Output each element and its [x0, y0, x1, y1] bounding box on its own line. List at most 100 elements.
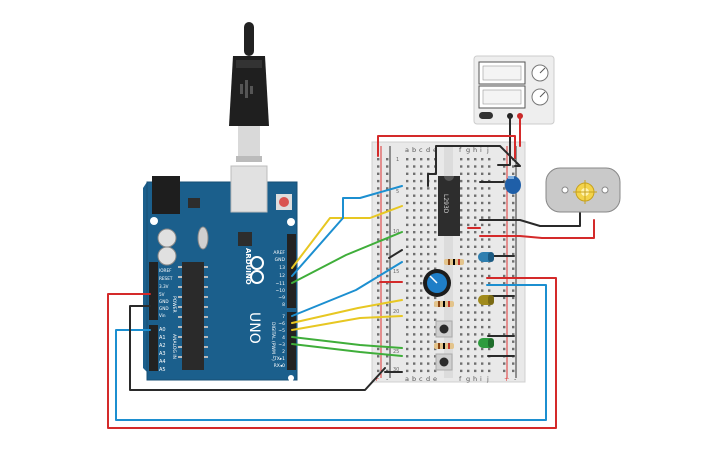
breadboard-hole — [406, 289, 409, 292]
breadboard-hole — [427, 333, 430, 336]
breadboard-hole — [434, 245, 437, 248]
breadboard-hole — [467, 274, 470, 278]
breadboard-hole — [427, 260, 430, 263]
breadboard-hole — [413, 179, 416, 183]
svg-text:-: - — [514, 375, 517, 383]
breadboard-hole — [474, 231, 477, 234]
breadboard-hole — [413, 296, 416, 300]
breadboard-hole — [434, 311, 437, 314]
arduino-brand: ARDUINO — [244, 248, 252, 285]
breadboard-hole — [377, 179, 380, 183]
breadboard-hole — [503, 201, 506, 205]
breadboard-hole — [481, 325, 484, 329]
breadboard-hole — [503, 369, 506, 373]
breadboard-hole — [377, 325, 380, 329]
breadboard-hole — [467, 201, 470, 205]
breadboard-hole — [386, 282, 389, 285]
resistor-3 — [434, 343, 454, 349]
breadboard-hole — [386, 311, 389, 314]
breadboard-row-numbers: 1 5 10 15 20 25 30 — [393, 157, 399, 373]
breadboard-hole — [467, 267, 470, 270]
breadboard-hole — [503, 260, 506, 263]
breadboard-hole — [467, 216, 470, 219]
breadboard-hole — [377, 165, 380, 168]
breadboard-hole — [377, 282, 380, 285]
svg-text:A3: A3 — [159, 351, 166, 357]
breadboard-hole — [386, 252, 389, 256]
breadboard-hole — [377, 267, 380, 270]
breadboard-hole — [427, 209, 430, 212]
breadboard-hole — [406, 362, 409, 365]
breadboard-hole — [406, 296, 409, 300]
digital-label: DIGITAL (PWM ~) — [270, 322, 276, 361]
breadboard-hole — [460, 158, 463, 161]
breadboard-hole — [460, 201, 463, 205]
breadboard-hole — [460, 362, 463, 365]
breadboard-hole — [460, 296, 463, 300]
wire-blue-7 — [291, 261, 403, 317]
breadboard-hole — [481, 318, 484, 321]
breadboard-hole — [503, 311, 506, 314]
breadboard-hole — [503, 267, 506, 270]
breadboard-hole — [434, 238, 437, 241]
breadboard-hole — [427, 347, 430, 351]
breadboard-hole — [413, 289, 416, 292]
breadboard-hole — [406, 238, 409, 241]
breadboard-hole — [460, 282, 463, 285]
breadboard-hole — [488, 158, 491, 161]
led-blue — [478, 252, 494, 262]
breadboard-hole — [481, 223, 484, 227]
breadboard-hole — [512, 333, 515, 336]
breadboard-hole — [406, 274, 409, 278]
breadboard-hole — [474, 209, 477, 212]
breadboard-hole — [467, 362, 470, 365]
ic-label: L293D — [442, 194, 449, 214]
breadboard-hole — [434, 260, 437, 263]
breadboard-hole — [420, 333, 423, 336]
breadboard-hole — [503, 172, 506, 175]
breadboard-hole — [413, 158, 416, 161]
breadboard-hole — [503, 216, 506, 219]
breadboard-hole — [467, 158, 470, 161]
breadboard-hole — [434, 231, 437, 234]
breadboard-hole — [503, 289, 506, 292]
led-yellow — [478, 295, 494, 305]
top-header-labels: AREF GND 13 12 ~11 ~10 ~9 8 — [273, 250, 285, 308]
breadboard-hole — [377, 318, 380, 321]
breadboard-hole — [406, 216, 409, 219]
svg-text:d: d — [426, 375, 430, 383]
svg-text:+: + — [504, 375, 509, 383]
breadboard-hole — [460, 231, 463, 234]
breadboard-hole — [377, 201, 380, 205]
capacitor — [504, 176, 521, 194]
breadboard-hole — [488, 245, 491, 248]
breadboard-hole — [474, 369, 477, 373]
potentiometer — [423, 269, 451, 297]
breadboard-hole — [474, 325, 477, 329]
breadboard-hole — [474, 245, 477, 248]
breadboard-hole — [420, 238, 423, 241]
breadboard-hole — [460, 209, 463, 212]
breadboard-hole — [460, 252, 463, 256]
breadboard-hole — [474, 252, 477, 256]
breadboard-hole — [420, 347, 423, 351]
svg-text:j: j — [486, 146, 489, 154]
breadboard-hole — [434, 369, 437, 373]
breadboard-hole — [386, 369, 389, 373]
power-label: POWER — [171, 296, 177, 313]
arduino-logo — [250, 256, 264, 284]
wire-motor-red — [479, 219, 595, 239]
breadboard-hole — [413, 201, 416, 205]
breadboard-hole — [406, 179, 409, 183]
breadboard-holes — [377, 158, 515, 373]
svg-text:3.3V: 3.3V — [159, 284, 169, 289]
breadboard-hole — [434, 362, 437, 365]
breadboard-hole — [474, 304, 477, 307]
breadboard-hole — [467, 311, 470, 314]
breadboard-hole — [488, 172, 491, 175]
breadboard-hole — [386, 172, 389, 175]
breadboard-hole — [503, 318, 506, 321]
breadboard-hole — [413, 187, 416, 190]
breadboard-hole — [488, 289, 491, 292]
